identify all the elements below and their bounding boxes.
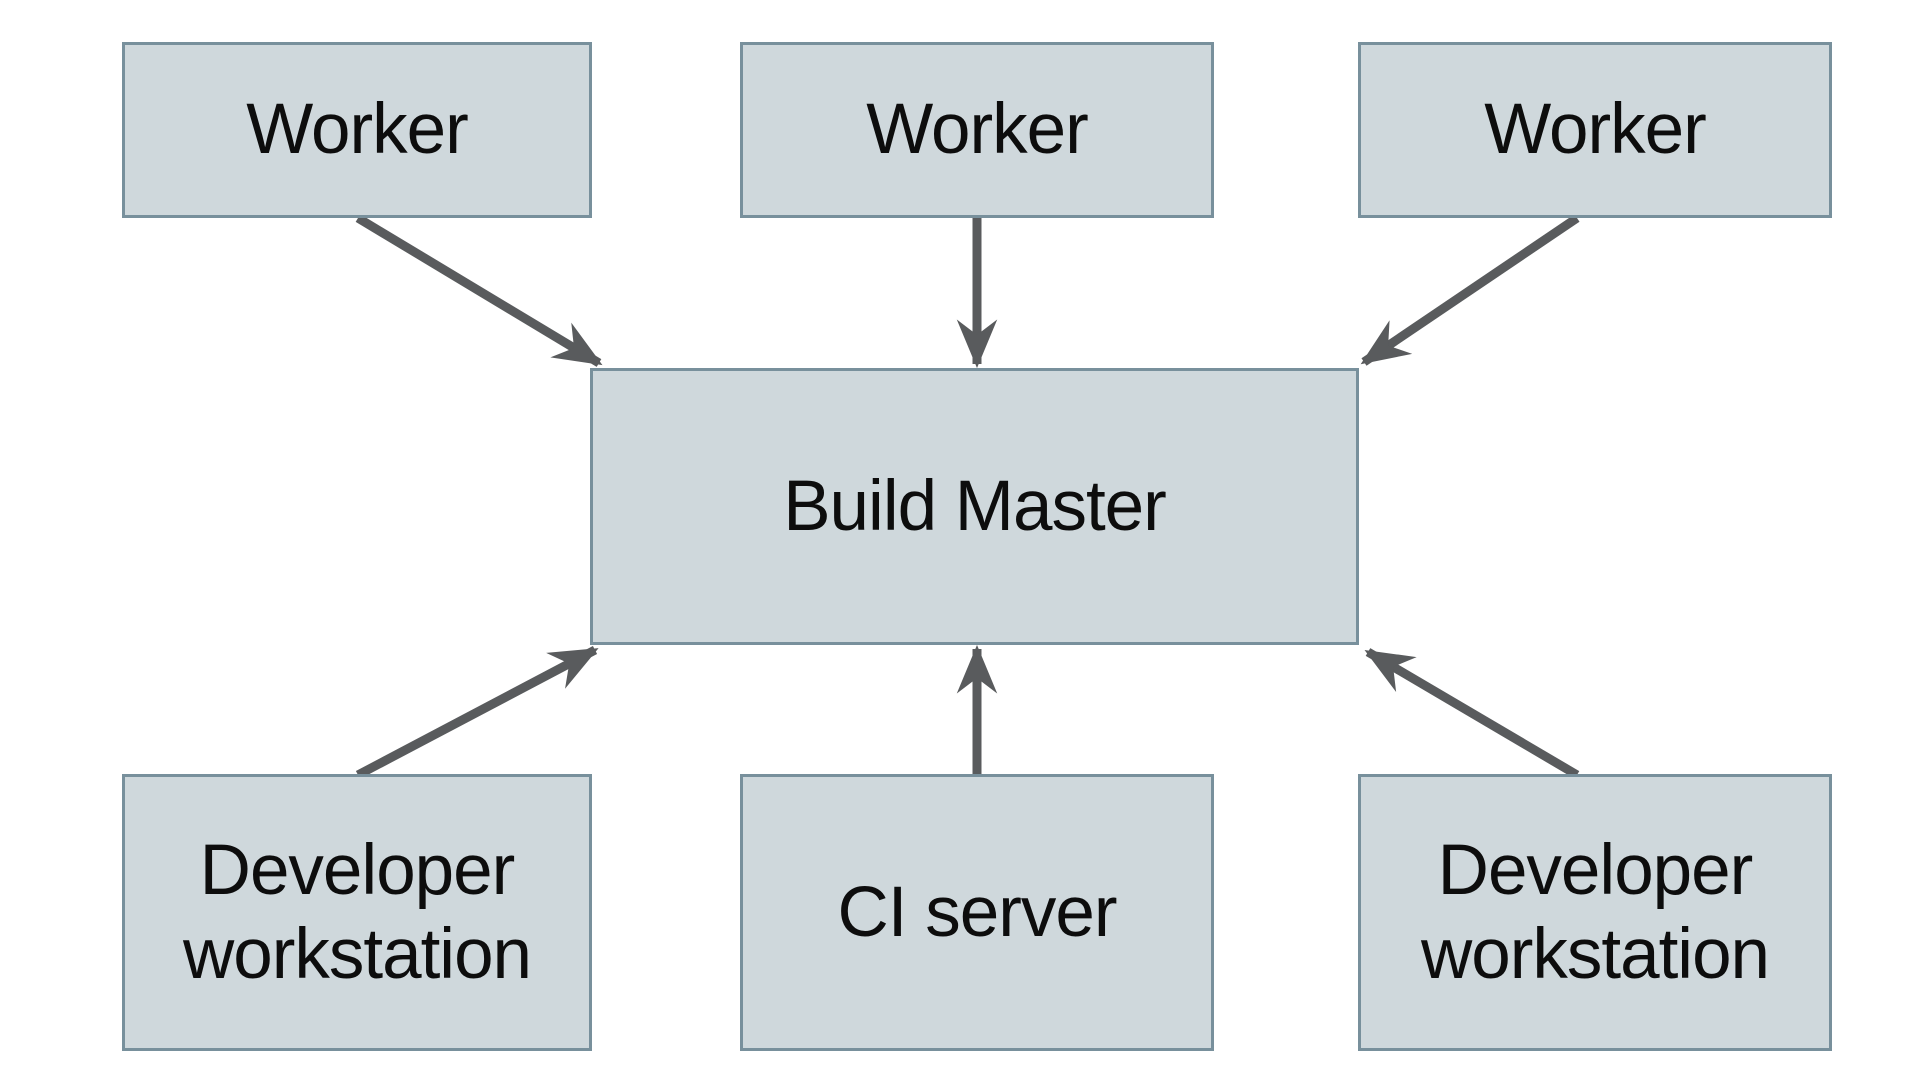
node-worker-2: Worker bbox=[740, 42, 1214, 218]
arrow-devright-to-buildmaster bbox=[1364, 648, 1580, 779]
node-ci-server-label: CI server bbox=[837, 872, 1118, 952]
arrow-worker3-to-buildmaster bbox=[1360, 214, 1580, 366]
node-developer-workstation-right-label: Developer workstation bbox=[1420, 830, 1770, 994]
node-developer-workstation-right: Developer workstation bbox=[1358, 774, 1832, 1051]
node-ci-server: CI server bbox=[740, 774, 1214, 1051]
node-worker-2-label: Worker bbox=[866, 90, 1088, 170]
node-worker-1: Worker bbox=[122, 42, 592, 218]
node-build-master: Build Master bbox=[590, 368, 1359, 645]
node-build-master-label: Build Master bbox=[783, 466, 1167, 546]
node-worker-3: Worker bbox=[1358, 42, 1832, 218]
node-developer-workstation-left: Developer workstation bbox=[122, 774, 592, 1051]
arrow-devleft-to-buildmaster bbox=[355, 646, 599, 779]
arrow-worker1-to-buildmaster bbox=[355, 214, 603, 367]
node-worker-3-label: Worker bbox=[1484, 90, 1706, 170]
node-developer-workstation-left-label: Developer workstation bbox=[182, 830, 532, 994]
node-worker-1-label: Worker bbox=[246, 90, 468, 170]
